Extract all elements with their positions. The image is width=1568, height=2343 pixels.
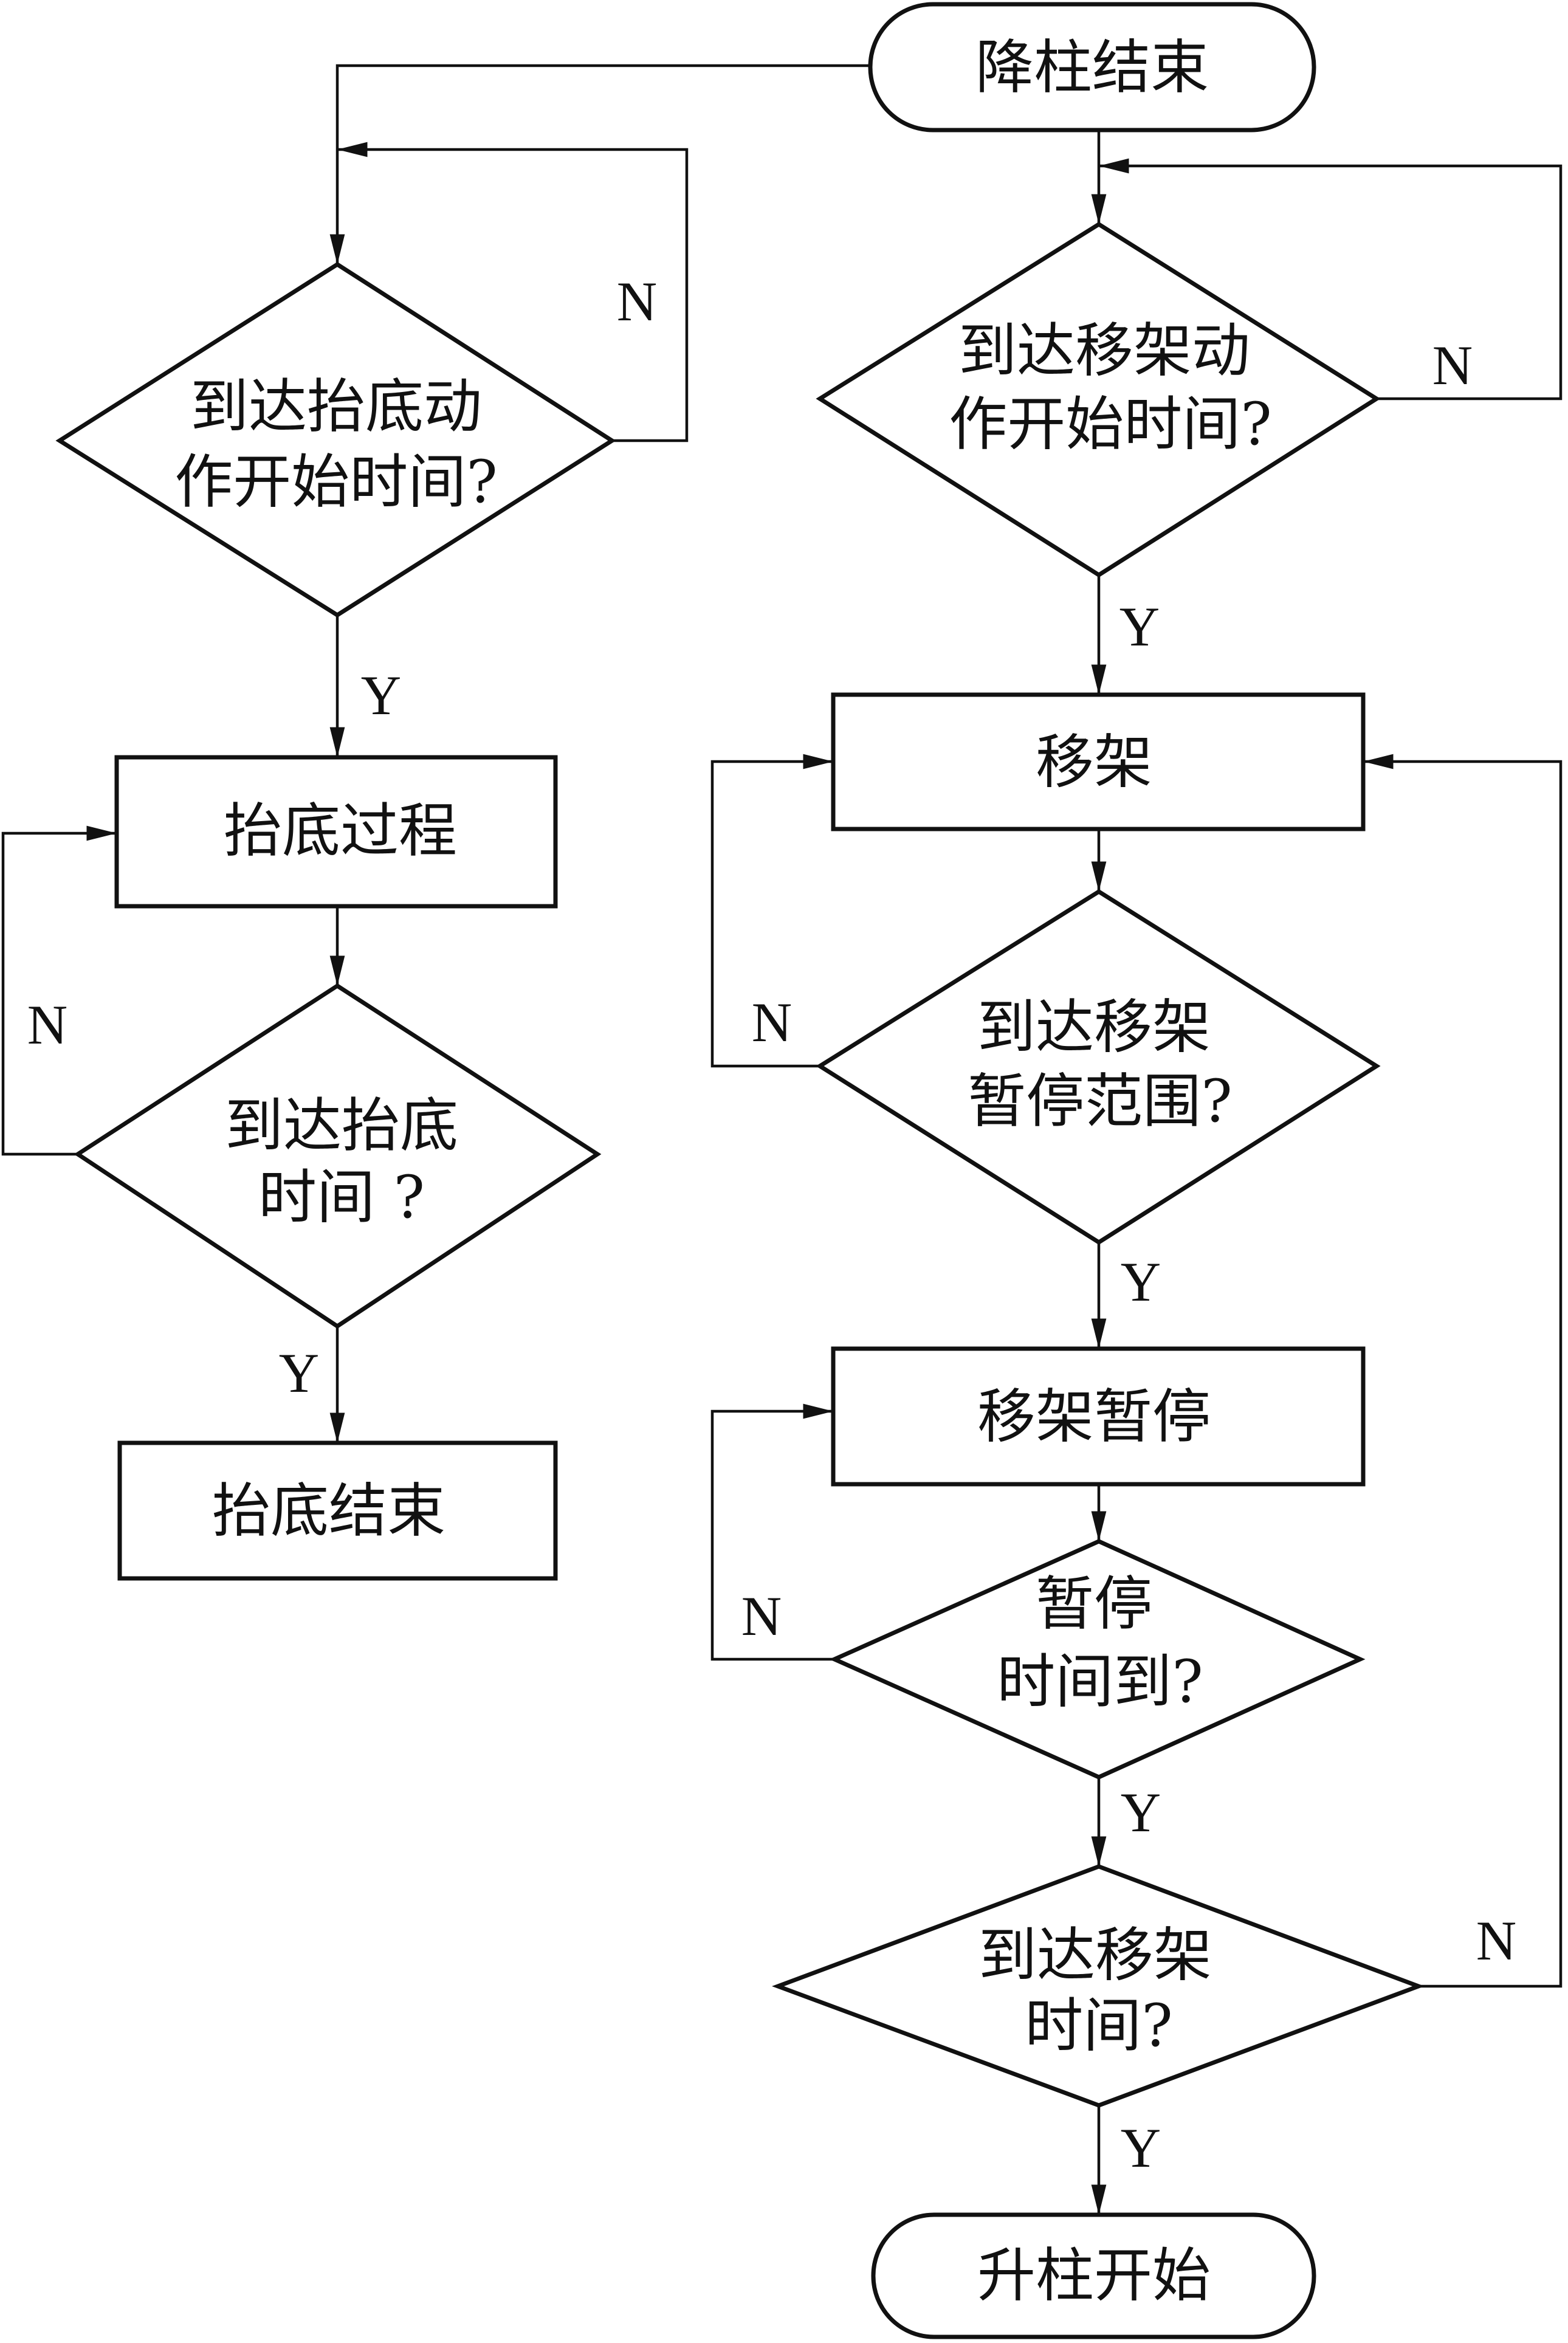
label-no-move-start: N	[1432, 334, 1473, 396]
node-lift-end: 抬底结束	[117, 1440, 558, 1581]
node-move-decision-start-line2: 作开始时间?	[949, 390, 1271, 458]
process-shape	[117, 1440, 558, 1581]
node-pause-decision-time-line1: 暂停	[1036, 1570, 1152, 1638]
edge-move-decision-start-no	[1099, 158, 1563, 401]
decision-shape	[829, 1539, 1366, 1780]
node-lift-decision-start: 到达抬底动 作开始时间?	[55, 261, 616, 618]
connectors	[1, 64, 1563, 2215]
node-lift-decision-time-line1: 到达抬底	[225, 1092, 458, 1160]
node-lift-decision-time-line2: 时间 ?	[258, 1163, 425, 1231]
edge-start-to-lift-decision	[329, 64, 870, 264]
edge-labels: N Y N Y N Y N Y N Y N Y	[27, 270, 1516, 2179]
label-yes-move-start: Y	[1119, 596, 1160, 658]
node-lift-decision-start-line1: 到达抬底动	[190, 373, 482, 441]
node-lift-end-label: 抬底结束	[212, 1477, 445, 1545]
process-shape	[114, 755, 558, 909]
node-pause-decision-time-line2: 时间到?	[997, 1648, 1203, 1716]
label-no-lift-start: N	[617, 270, 657, 332]
node-lift-process: 抬底过程	[114, 755, 558, 909]
node-lift-decision-start-line2: 作开始时间?	[174, 448, 497, 516]
node-move-decision-pause-range-line1: 到达移架	[977, 993, 1211, 1061]
node-pause-decision-time: 暂停 时间到?	[829, 1539, 1366, 1780]
decision-shape	[74, 983, 602, 1329]
node-start: 降柱结束	[868, 2, 1316, 132]
edge-pause-time-no	[710, 1403, 834, 1661]
edge-pause-range-no	[710, 754, 833, 1068]
label-no-pause-time: N	[741, 1585, 782, 1647]
node-start-label: 降柱结束	[975, 33, 1209, 101]
process-shape	[831, 1346, 1366, 1487]
node-move-decision-time-line1: 到达移架	[978, 1921, 1212, 1989]
terminal-shape	[871, 2212, 1316, 2339]
decision-shape	[816, 221, 1381, 578]
terminal-shape	[868, 2, 1316, 132]
label-yes-lift-time: Y	[279, 1342, 319, 1404]
edge-lift-decision-start-no	[337, 142, 689, 442]
node-end: 升柱开始	[871, 2212, 1316, 2339]
node-move-decision-start-line1: 到达移架动	[958, 317, 1250, 385]
node-move-decision-time: 到达移架 时间?	[771, 1864, 1425, 2108]
node-move-decision-start: 到达移架动 作开始时间?	[816, 221, 1381, 578]
node-move-pause-label: 移架暂停	[977, 1383, 1211, 1451]
node-move-process-label: 移架	[1036, 728, 1152, 796]
label-no-move-time: N	[1476, 1910, 1516, 1972]
node-move-decision-pause-range-line2: 暂停范围?	[968, 1067, 1232, 1135]
node-move-decision-time-line2: 时间?	[1025, 1992, 1172, 2060]
label-yes-lift-start: Y	[361, 664, 401, 726]
decision-shape	[816, 889, 1381, 1245]
node-move-process: 移架	[831, 692, 1366, 831]
label-yes-pause-range: Y	[1121, 1251, 1161, 1313]
decision-shape	[771, 1864, 1425, 2108]
node-move-pause: 移架暂停	[831, 1346, 1366, 1487]
node-end-label: 升柱开始	[977, 2242, 1211, 2310]
node-move-decision-pause-range: 到达移架 暂停范围?	[816, 889, 1381, 1245]
edge-move-time-no	[1363, 754, 1563, 1988]
process-shape	[831, 692, 1366, 831]
label-no-lift-time: N	[27, 994, 67, 1056]
edge-lift-decision-time-no	[1, 825, 117, 1156]
node-lift-decision-time: 到达抬底 时间 ?	[74, 983, 602, 1329]
label-no-pause-range: N	[752, 991, 792, 1053]
node-lift-process-label: 抬底过程	[224, 797, 457, 865]
label-yes-move-time: Y	[1121, 2117, 1161, 2179]
decision-shape	[55, 261, 616, 618]
label-yes-pause-time: Y	[1121, 1781, 1161, 1843]
